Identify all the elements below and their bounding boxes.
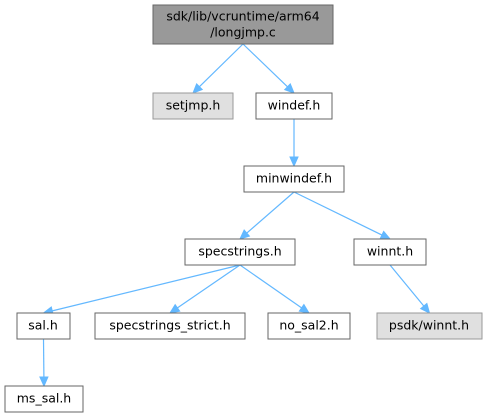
edge-arrowhead bbox=[298, 303, 311, 314]
edge-root-to-setjmp bbox=[192, 43, 244, 94]
node-no-sal2-label: no_sal2.h bbox=[279, 318, 338, 333]
edge-specstrings-to-no_sal2 bbox=[239, 264, 311, 314]
edge-arrowhead bbox=[239, 229, 251, 240]
edge-specstrings-to-specstrings_strict bbox=[168, 264, 241, 314]
edge-line bbox=[177, 264, 241, 309]
node-sal-label: sal.h bbox=[28, 318, 58, 333]
node-setjmp-h: setjmp.h bbox=[152, 92, 234, 120]
edge-line bbox=[246, 191, 295, 234]
edges-layer bbox=[39, 43, 431, 388]
node-setjmp-label: setjmp.h bbox=[166, 98, 221, 113]
edge-arrowhead bbox=[39, 376, 49, 388]
edge-winnt-to-psdk_winnt bbox=[389, 264, 431, 314]
edge-line bbox=[389, 264, 425, 307]
edge-arrowhead bbox=[192, 82, 204, 94]
node-minwindef-h[interactable]: minwindef.h bbox=[243, 165, 345, 193]
edge-arrowhead bbox=[289, 156, 299, 168]
edge-specstrings-to-sal bbox=[42, 264, 241, 316]
edge-arrowhead bbox=[283, 82, 295, 94]
node-psdk-winnt-label: psdk/winnt.h bbox=[389, 318, 469, 333]
node-ms-sal-label: ms_sal.h bbox=[17, 391, 71, 406]
edge-line bbox=[242, 43, 288, 88]
edge-root-to-windef bbox=[242, 43, 295, 94]
edge-arrowhead bbox=[379, 230, 392, 240]
node-specstrings-strict-h[interactable]: specstrings_strict.h bbox=[94, 312, 246, 340]
node-winnt-h[interactable]: winnt.h bbox=[353, 238, 427, 266]
node-windef-label: windef.h bbox=[268, 98, 321, 113]
node-winnt-label: winnt.h bbox=[367, 244, 413, 259]
node-no-sal2-h[interactable]: no_sal2.h bbox=[267, 312, 351, 340]
node-psdk-winnt-h: psdk/winnt.h bbox=[376, 312, 483, 340]
node-root-file[interactable]: sdk/lib/vcruntime/arm64 /longjmp.c bbox=[152, 4, 334, 45]
edge-line bbox=[239, 264, 302, 309]
node-windef-h[interactable]: windef.h bbox=[255, 92, 333, 120]
root-label-line2: /longjmp.c bbox=[210, 25, 276, 40]
edge-line bbox=[199, 43, 244, 88]
edge-arrowhead bbox=[168, 303, 181, 314]
root-label-line1: sdk/lib/vcruntime/arm64 bbox=[166, 9, 319, 24]
edge-arrowhead bbox=[419, 302, 431, 314]
node-specstrings-strict-label: specstrings_strict.h bbox=[109, 318, 230, 333]
edge-minwindef-to-winnt bbox=[293, 191, 392, 240]
edge-windef-to-minwindef bbox=[289, 119, 299, 168]
node-specstrings-label: specstrings.h bbox=[198, 244, 281, 259]
node-minwindef-label: minwindef.h bbox=[256, 171, 332, 186]
edge-sal-to-ms_sal bbox=[39, 338, 49, 388]
edge-line bbox=[293, 191, 383, 236]
node-sal-h[interactable]: sal.h bbox=[16, 312, 71, 340]
edge-line bbox=[52, 264, 241, 312]
node-specstrings-h[interactable]: specstrings.h bbox=[184, 238, 296, 266]
node-ms-sal-h[interactable]: ms_sal.h bbox=[4, 385, 84, 413]
edge-minwindef-to-specstrings bbox=[239, 191, 295, 240]
